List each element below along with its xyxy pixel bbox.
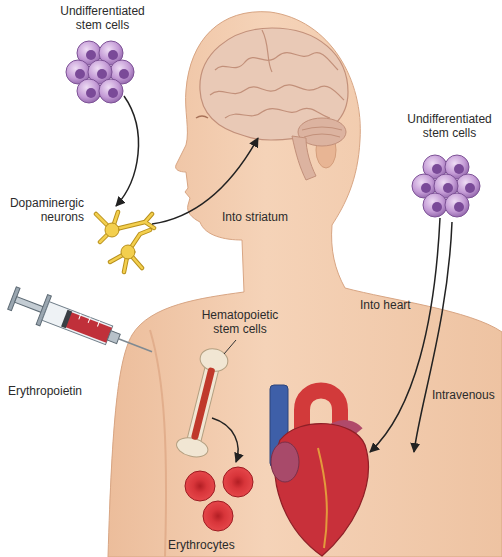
bone-marrow [191, 367, 216, 440]
syringe-barrel [42, 302, 113, 345]
label-holder: Undifferentiated stem cells [402, 112, 497, 140]
text-label: Undifferentiated stem cells [55, 4, 150, 32]
text-label: Erythrocytes [168, 538, 235, 552]
brainstem [292, 136, 316, 180]
neuron-processes [96, 212, 154, 272]
text-label: Dopaminergic neurons [4, 196, 84, 224]
label-holder: Dopaminergic neurons [4, 196, 84, 224]
text-label: Into heart [360, 298, 411, 312]
label-holder: Intravenous [432, 388, 495, 402]
label-holder: Erythrocytes [168, 538, 235, 552]
stem-cell [423, 193, 447, 217]
erythrocyte [203, 501, 233, 531]
stem-cell [99, 79, 123, 103]
text-label: Hematopoietic stem cells [198, 308, 282, 336]
eye [196, 116, 208, 118]
plunger-rod [15, 297, 45, 313]
cerebellum-folds [302, 127, 342, 137]
text-label: Into striatum [222, 210, 288, 224]
syringe-liquid [65, 312, 112, 343]
stem-cell-cluster [412, 155, 480, 217]
arrow [212, 418, 238, 462]
barrel-ticks [79, 314, 100, 327]
human-figure [108, 12, 502, 557]
text-label: Erythropoietin [8, 384, 82, 398]
text-label: Intravenous [432, 388, 495, 402]
erythrocyte [223, 467, 253, 497]
coronary-vessel [318, 448, 327, 548]
plunger-stopper [61, 310, 72, 329]
arrow [116, 96, 138, 206]
neuron-body [105, 223, 119, 237]
text-label: Undifferentiated stem cells [402, 112, 497, 140]
leader-line [224, 340, 236, 354]
brain-gyri [210, 30, 344, 118]
humerus-bone [175, 345, 233, 459]
label-holder: Erythropoietin [8, 384, 82, 398]
erythrocyte [185, 471, 215, 501]
syringe [6, 283, 158, 367]
stem-cell-cluster [66, 41, 134, 103]
label-holder: Into striatum [222, 210, 288, 224]
dopaminergic-neurons [96, 212, 154, 272]
label-holder: Undifferentiated stem cells [55, 4, 150, 32]
stem-cell [445, 193, 469, 217]
arm-crease [150, 330, 166, 557]
label-holder: Into heart [360, 298, 411, 312]
neuron-body [121, 245, 135, 259]
label-holder: Hematopoietic stem cells [198, 308, 282, 336]
arrow [414, 222, 452, 452]
arrows [116, 96, 452, 462]
arrow [370, 218, 440, 452]
stem-cell [77, 79, 101, 103]
neuron-processes [96, 212, 154, 272]
needle [118, 339, 152, 352]
right-atrium [271, 442, 299, 482]
needle-hub [107, 331, 120, 344]
